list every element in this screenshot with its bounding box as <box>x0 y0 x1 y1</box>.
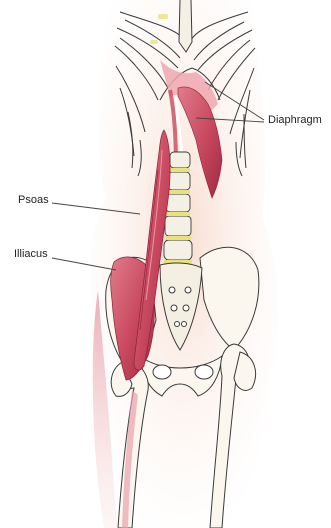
illiacus-label: Illiacus <box>14 248 48 260</box>
diaphragm-label: Diaphragm <box>268 114 322 126</box>
psoas-label: Psoas <box>18 194 49 206</box>
